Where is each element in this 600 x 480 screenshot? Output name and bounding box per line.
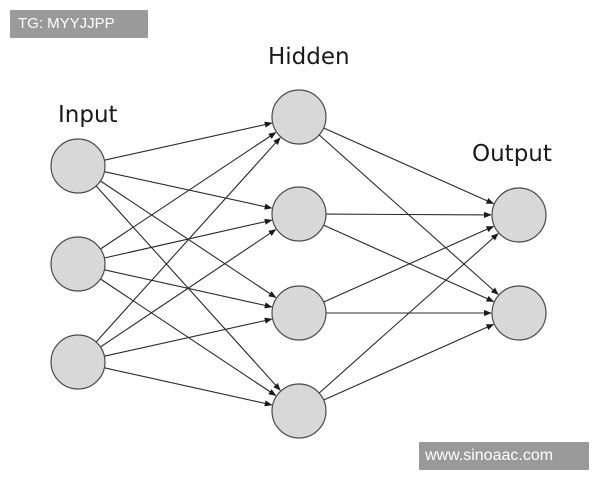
connection-input-3-to-hidden-4: [104, 367, 273, 407]
input-layer-label: Input: [58, 102, 118, 128]
neurons: [50, 89, 547, 439]
connection-input-3-to-hidden-3: [104, 317, 273, 357]
connection-input-2-to-hidden-2: [104, 218, 273, 259]
hidden-node-1: [271, 89, 327, 145]
connection-hidden-4-to-output-2: [323, 323, 495, 401]
output-layer-label: Output: [472, 141, 552, 167]
connection-hidden-3-to-output-1: [323, 225, 495, 303]
connection-hidden-1-to-output-1: [323, 127, 495, 205]
hidden-node-4: [271, 383, 327, 439]
connection-input-3-to-hidden-1: [95, 137, 281, 343]
connections: [95, 121, 499, 407]
layer-labels: Input Hidden Output: [58, 44, 552, 167]
input-node-2: [50, 236, 106, 292]
output-node-2: [491, 285, 547, 341]
connection-hidden-2-to-output-2: [323, 224, 495, 303]
connection-input-3-to-hidden-2: [100, 229, 277, 348]
hidden-node-2: [271, 186, 327, 242]
watermark-top-left: TG: MYYJJPP: [10, 10, 148, 38]
hidden-node-3: [271, 285, 327, 341]
hidden-layer-label: Hidden: [268, 44, 350, 70]
connection-input-2-to-hidden-1: [100, 132, 277, 250]
output-node-1: [491, 187, 547, 243]
connection-input-1-to-hidden-2: [104, 171, 273, 210]
input-node-3: [50, 334, 106, 390]
connection-hidden-2-to-output-1: [325, 211, 492, 218]
watermark-bottom-right: www.sinoaac.com: [419, 442, 589, 470]
input-node-1: [50, 138, 106, 194]
connection-input-1-to-hidden-1: [104, 121, 273, 161]
connection-hidden-4-to-output-1: [318, 233, 499, 394]
